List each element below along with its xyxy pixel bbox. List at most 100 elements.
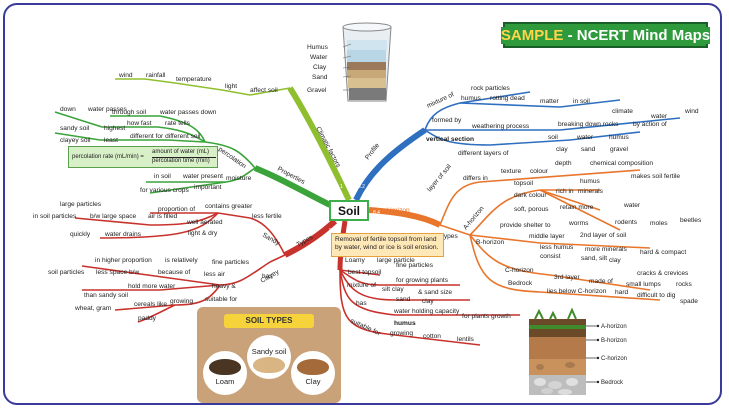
clay-pile: Clay [291, 351, 335, 395]
clayey-cereals-like: cereals like [134, 301, 167, 308]
profile-diagram-c: C-horizon [601, 356, 627, 362]
badge-8-3: 8.3 [320, 192, 327, 198]
horizon-provide-shelter: provide shelter to [500, 222, 551, 229]
clayey-fine-particles: fine particles [212, 259, 250, 266]
trunk-horizon [368, 207, 442, 228]
soil-jar-illustration [342, 22, 392, 102]
profile-water: water [650, 113, 668, 120]
clayey-has: has [262, 273, 273, 280]
banner-title: - NCERT Mind Maps [563, 26, 711, 44]
profile-by-action-of: by action of [633, 121, 667, 128]
loamy-growing: growing [390, 330, 413, 337]
horizon-chemical: chemical composition [590, 160, 653, 167]
jar-labels: Humus Water Clay Sand Gravel [307, 44, 329, 94]
rate-formula-denominator: percolation time (min) [152, 158, 210, 164]
horizon-moles: moles [650, 220, 668, 227]
loamy-clay: clay [422, 298, 434, 305]
horizon-c-horizon: C-horizon [505, 267, 534, 274]
loamy-fine-particles: fine particles [396, 262, 434, 269]
horizon-small-lumps: small lumps [626, 281, 662, 288]
percolation-sandy-soil: sandy soil [60, 125, 90, 132]
loamy-humus: humus [394, 320, 416, 327]
sandy-in-soil-particles: in soil particles [33, 213, 77, 220]
moisture-for-crops: for various crops [140, 187, 189, 194]
profile-mixture-of: mixture of [426, 91, 455, 110]
horizon-differs-in: differs in [463, 175, 488, 182]
horizon-worms: worms [568, 220, 589, 227]
profile-branches [424, 91, 681, 146]
horizon-dark-colour: dark colour [514, 192, 547, 199]
horizon-consist: consist [540, 253, 561, 260]
climate-wind: wind [118, 72, 133, 79]
loam-pile: Loam [203, 351, 247, 395]
profile-rotting-dead: rotting dead [490, 95, 525, 102]
loamy-lentils: lentils [457, 336, 475, 343]
clayey-wheat-gram: wheat, gram [74, 305, 112, 312]
loamy-large-particle: large particle [377, 257, 415, 264]
profile-diagram-bedrock: Bedrock [601, 380, 624, 386]
label-horizon: Horizon [387, 207, 410, 214]
profile-rock-particles: rock particles [471, 85, 511, 92]
horizon-b-horizon: B-horizon [476, 239, 505, 246]
profile-different-layers: different layers of [458, 150, 509, 157]
horizon-difficult: difficult to dig [637, 292, 676, 299]
sandy-large-particles: large particles [60, 201, 102, 208]
sandy-less-fertile: less fertile [252, 213, 282, 220]
moisture-important: important [194, 184, 222, 191]
loamy-suitable-for: suitable for [349, 317, 382, 337]
horizon-hard: hard [615, 289, 629, 296]
sandy-proportion-of: proportion of [158, 206, 195, 213]
climate-temperature: temperature [176, 76, 212, 83]
loamy-sand: sand [396, 296, 411, 303]
profile-diagram-a: A-horizon [601, 324, 627, 330]
badge-8-5: 8.5 [329, 228, 336, 234]
horizon-of-soil: of soil [609, 232, 627, 239]
profile-humus2: humus [609, 134, 629, 141]
climate-rainfall: rainfall [146, 72, 166, 79]
horizon-rich-in: rich in [556, 188, 574, 195]
badge-8-4: 8.4 [373, 210, 380, 216]
clayey-because-of: because of [158, 269, 190, 276]
profile-gravel: gravel [610, 146, 628, 153]
percolation-through-soil: through soil [112, 109, 147, 116]
sandy-contains-greater: contains greater [205, 203, 253, 210]
types-branches [74, 212, 520, 346]
clayey-is-relatively: is relatively [165, 257, 198, 264]
loamy-title: Loamy [345, 257, 365, 264]
horizon-rocks: rocks [676, 281, 692, 288]
profile-vertical-section: vertical section [426, 136, 474, 143]
horizon-a-horizon: A-horizon [462, 205, 486, 231]
moisture-water-present: water present [182, 173, 223, 180]
horizon-middle-layer: middle layer [529, 233, 565, 240]
jar-label-gravel: Gravel [307, 87, 327, 94]
sandy-label: Sandy soil [251, 347, 287, 356]
clayey-paddy: paddy [138, 315, 157, 322]
horizon-makes-fertile: makes soil fertile [631, 173, 680, 180]
horizon-depth: depth [555, 160, 572, 167]
sandy-title: Sandy [261, 232, 281, 248]
clayey-hold-more-water: hold more water [128, 283, 176, 290]
horizon-layer-of-soil: layer of soil [426, 163, 453, 193]
clayey-suitable-for: suitable for [205, 296, 238, 303]
rate-formula-label: percolation rate (mL/min) = [72, 154, 144, 160]
loam-label: Loam [215, 377, 235, 386]
sandy-pile: Sandy soil [247, 335, 291, 379]
percolation-how-fast: how fast [127, 120, 152, 127]
percolation-water-passes-down: water passes down [159, 109, 217, 116]
sandy-bw-large-space: b/w large space [90, 213, 137, 220]
clay-mound-icon [297, 359, 329, 375]
percolation-rate-formula: percolation rate (mL/min) = amount of wa… [68, 146, 218, 168]
soil-profile-diagram: A-horizon B-horizon C-horizon Bedrock [529, 307, 627, 395]
soil-types-title: SOIL TYPES [224, 314, 314, 328]
horizon-soft-porous: soft, porous [514, 206, 549, 213]
horizon-spade: spade [680, 298, 698, 305]
erosion-note: Removal of fertile topsoil from land by … [331, 233, 444, 257]
profile-water2: water [576, 134, 594, 141]
horizon-texture: texture [501, 168, 521, 175]
profile-wind: wind [684, 108, 699, 115]
profile-in-soil: in soil [573, 98, 590, 105]
horizon-humus: humus [580, 178, 600, 185]
label-profile: Profile [364, 142, 381, 161]
central-node-soil[interactable]: Soil [329, 200, 369, 221]
percolation-down: down [60, 106, 76, 113]
